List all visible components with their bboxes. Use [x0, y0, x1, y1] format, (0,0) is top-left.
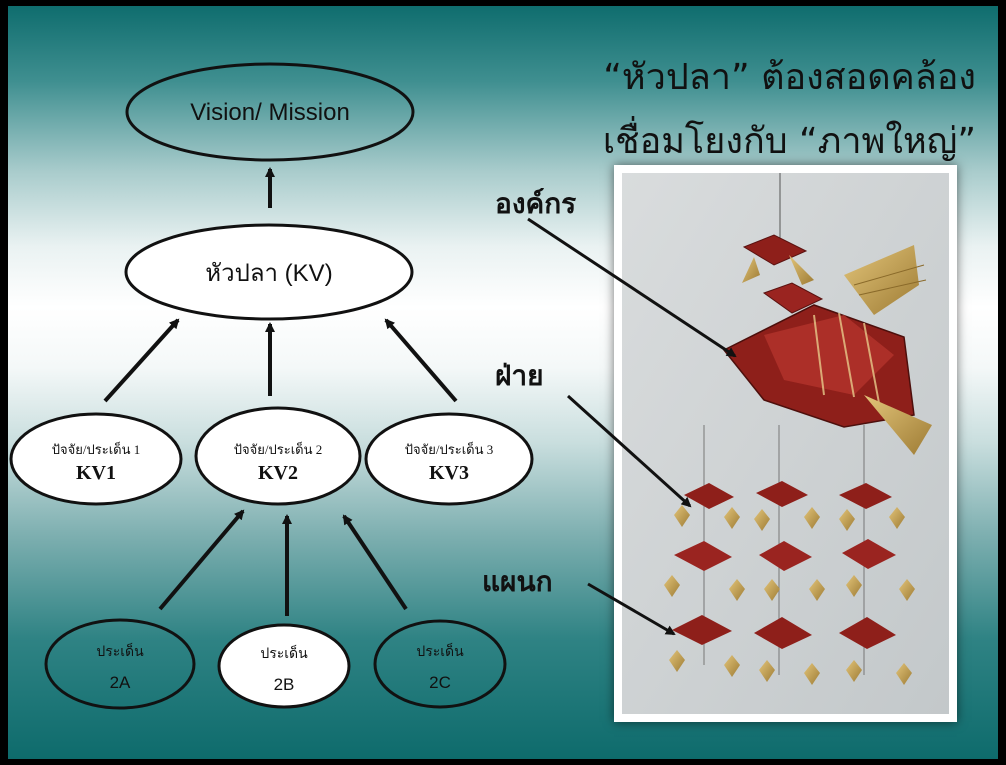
arrows — [103, 167, 458, 616]
node-kv2: ปัจจัย/ประเด็น 2 KV2 — [194, 406, 362, 506]
node-2b: ประเด็น 2B — [217, 623, 351, 709]
slide-title-line-2: เชื่อมโยงกับ “ภาพใหญ่” — [602, 121, 976, 162]
node-2a-line1: ประเด็น — [96, 642, 144, 660]
node-kv2-line1: ปัจจัย/ประเด็น 2 — [234, 440, 322, 457]
arrow-kv3-to-fishhead — [384, 318, 458, 403]
node-2c-line2: 2C — [429, 673, 451, 692]
node-fish-head-label: หัวปลา (KV) — [205, 260, 332, 287]
node-vision: Vision/ Mission — [125, 62, 415, 162]
node-2b-line1: ประเด็น — [260, 644, 308, 662]
node-2b-line2: 2B — [274, 675, 295, 694]
slide: Vision/ Mission หัวปลา (KV) ปัจจัย/ประเด… — [8, 6, 998, 759]
node-kv3: ปัจจัย/ประเด็น 3 KV3 — [364, 412, 534, 506]
node-2a: ประเด็น 2A — [44, 618, 196, 710]
fish-mobile-photo — [614, 165, 957, 722]
node-2c-line1: ประเด็น — [416, 642, 464, 660]
arrow-2a-to-kv2 — [158, 509, 245, 611]
node-kv1-line1: ปัจจัย/ประเด็น 1 — [52, 440, 140, 457]
node-2a-line2: 2A — [110, 673, 131, 692]
label-organization: องค์กร — [495, 187, 577, 220]
fish-mobile-image — [622, 173, 949, 714]
node-kv3-line2: KV3 — [429, 462, 469, 484]
arrow-kv1-to-fishhead — [103, 318, 180, 403]
node-kv1: ปัจจัย/ประเด็น 1 KV1 — [9, 412, 183, 506]
label-department: แผนก — [482, 565, 553, 598]
node-kv3-line1: ปัจจัย/ประเด็น 3 — [405, 440, 493, 457]
label-division: ฝ่าย — [495, 359, 544, 392]
arrow-2c-to-kv2 — [342, 514, 408, 611]
node-kv2-line2: KV2 — [258, 462, 298, 484]
hierarchy-diagram: Vision/ Mission หัวปลา (KV) ปัจจัย/ประเด… — [9, 62, 534, 710]
node-vision-label: Vision/ Mission — [190, 99, 350, 126]
node-2c: ประเด็น 2C — [373, 619, 507, 709]
node-fish-head: หัวปลา (KV) — [124, 223, 414, 321]
node-kv1-line2: KV1 — [76, 462, 116, 484]
slide-title-line-1: “หัวปลา” ต้องสอดคล้อง — [603, 57, 976, 98]
